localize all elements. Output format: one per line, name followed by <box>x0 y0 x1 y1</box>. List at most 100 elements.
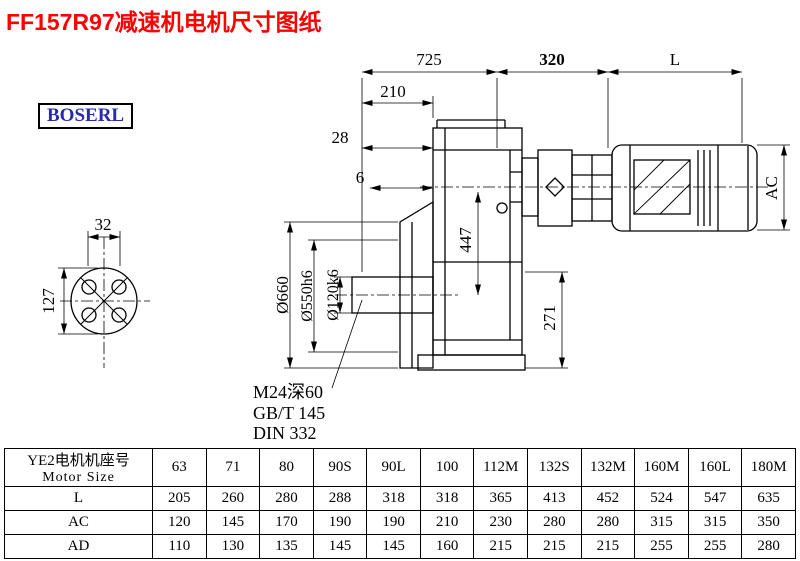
table-cell: 145 <box>366 534 421 559</box>
row-label: AC <box>4 510 153 535</box>
table-cell: 452 <box>580 486 636 511</box>
table-cell: 318 <box>366 486 421 511</box>
adapter-housing <box>537 149 573 227</box>
table-cell: 80 <box>259 448 314 487</box>
bolt-hole <box>81 279 97 295</box>
note-gb: GB/T 145 <box>253 403 325 423</box>
bolt-hole <box>81 307 97 323</box>
boserl-logo: BOSERL <box>38 103 134 129</box>
dim-label-320: 320 <box>539 50 565 69</box>
table-cell: 130 <box>205 534 261 559</box>
table-cell: 255 <box>634 534 689 559</box>
motor-size-header-cn: YE2电机机座号 <box>27 453 130 469</box>
table-cell: 635 <box>741 486 796 511</box>
table-cell: 315 <box>634 510 689 535</box>
table-cell: 547 <box>687 486 743 511</box>
table-cell: 230 <box>473 510 529 535</box>
table-cell: 132S <box>527 448 582 487</box>
table-cell: 112M <box>473 448 529 487</box>
table-cell: 90L <box>366 448 421 487</box>
table-cell: 170 <box>259 510 314 535</box>
table-cell: 280 <box>741 534 796 559</box>
motor-body <box>611 144 758 232</box>
table-cell: 318 <box>419 486 475 511</box>
dim-label-28: 28 <box>332 128 349 147</box>
row-label: L <box>4 486 153 511</box>
table-cell: 210 <box>419 510 475 535</box>
table-cell: 260 <box>205 486 261 511</box>
coupling-details <box>572 155 612 221</box>
table-cell: 145 <box>205 510 261 535</box>
motor-size-header-en: Motor Size <box>42 470 115 485</box>
housing-base <box>417 354 526 371</box>
table-cell: 215 <box>580 534 636 559</box>
bolt-hole <box>111 279 127 295</box>
table-cell: 280 <box>527 510 582 535</box>
extension-lines <box>58 78 790 369</box>
table-cell: 255 <box>687 534 743 559</box>
tap-leader-line <box>331 299 363 389</box>
table-cell: 524 <box>634 486 689 511</box>
table-cell: 135 <box>259 534 314 559</box>
table-cell: 120 <box>152 510 207 535</box>
table-cell: 190 <box>312 510 368 535</box>
table-row: L 205 260 280 288 318 318 365 413 452 52… <box>4 486 796 511</box>
note-din: DIN 332 <box>253 423 317 443</box>
row-label: AD <box>4 534 153 559</box>
shaft-end-view <box>70 267 138 335</box>
table-cell: 190 <box>366 510 421 535</box>
table-cell: 63 <box>152 448 207 487</box>
dim-label-6: 6 <box>356 168 365 187</box>
table-cell: 215 <box>473 534 529 559</box>
motor-size-header: YE2电机机座号 Motor Size <box>4 448 153 487</box>
dim-label-210: 210 <box>380 82 406 101</box>
motor-details <box>629 145 749 231</box>
reducer-geometry <box>70 119 758 371</box>
bolt-hole <box>111 307 127 323</box>
table-cell: 160 <box>419 534 475 559</box>
drain-plug-diamond <box>545 177 565 197</box>
dimension-lines <box>61 69 787 368</box>
center-lines <box>60 186 770 368</box>
shaft-end-cross <box>80 277 128 325</box>
dim-label-725: 725 <box>416 50 442 69</box>
dim-label-120: Ø120k6 <box>325 269 342 321</box>
table-cell: 90S <box>312 448 368 487</box>
table-cell: 180M <box>741 448 796 487</box>
oil-plug <box>496 202 508 214</box>
terminal-box-hatch <box>633 159 691 215</box>
table-cell: 280 <box>259 486 314 511</box>
dim-label-271: 271 <box>540 305 559 331</box>
table-cell: 413 <box>527 486 582 511</box>
page-title: FF157R97减速机电机尺寸图纸 <box>6 9 322 35</box>
table-cell: 288 <box>312 486 368 511</box>
table-cell: 205 <box>152 486 207 511</box>
table-cell: 315 <box>687 510 743 535</box>
table-row: AD 110 130 135 145 145 160 215 215 215 2… <box>4 534 796 559</box>
dim-label-447: 447 <box>456 227 475 253</box>
technical-drawing: 725 320 L 210 28 6 32 127 Ø660 Ø550h6 Ø1… <box>39 50 790 443</box>
table-header-row: YE2电机机座号 Motor Size 63 71 80 90S 90L 100… <box>4 448 796 487</box>
spec-table: YE2电机机座号 Motor Size 63 71 80 90S 90L 100… <box>4 448 796 559</box>
dim-label-L: L <box>670 50 680 69</box>
housing-details <box>433 119 522 355</box>
dim-label-550: Ø550h6 <box>299 270 316 322</box>
table-cell: 71 <box>205 448 261 487</box>
table-cell: 132M <box>580 448 636 487</box>
dim-label-660: Ø660 <box>273 276 292 314</box>
table-cell: 365 <box>473 486 529 511</box>
dim-label-AC: AC <box>762 176 781 200</box>
dim-label-32: 32 <box>95 215 112 234</box>
dim-label-127: 127 <box>39 288 58 314</box>
terminal-box <box>633 159 691 215</box>
note-tap: M24深60 <box>253 382 323 402</box>
table-cell: 160M <box>634 448 689 487</box>
table-cell: 215 <box>527 534 582 559</box>
table-cell: 160L <box>687 448 743 487</box>
table-cell: 100 <box>419 448 475 487</box>
table-row: AC 120 145 170 190 190 210 230 280 280 3… <box>4 510 796 535</box>
mounting-flange <box>399 200 434 369</box>
gear-housing <box>432 127 523 356</box>
table-cell: 110 <box>152 534 207 559</box>
